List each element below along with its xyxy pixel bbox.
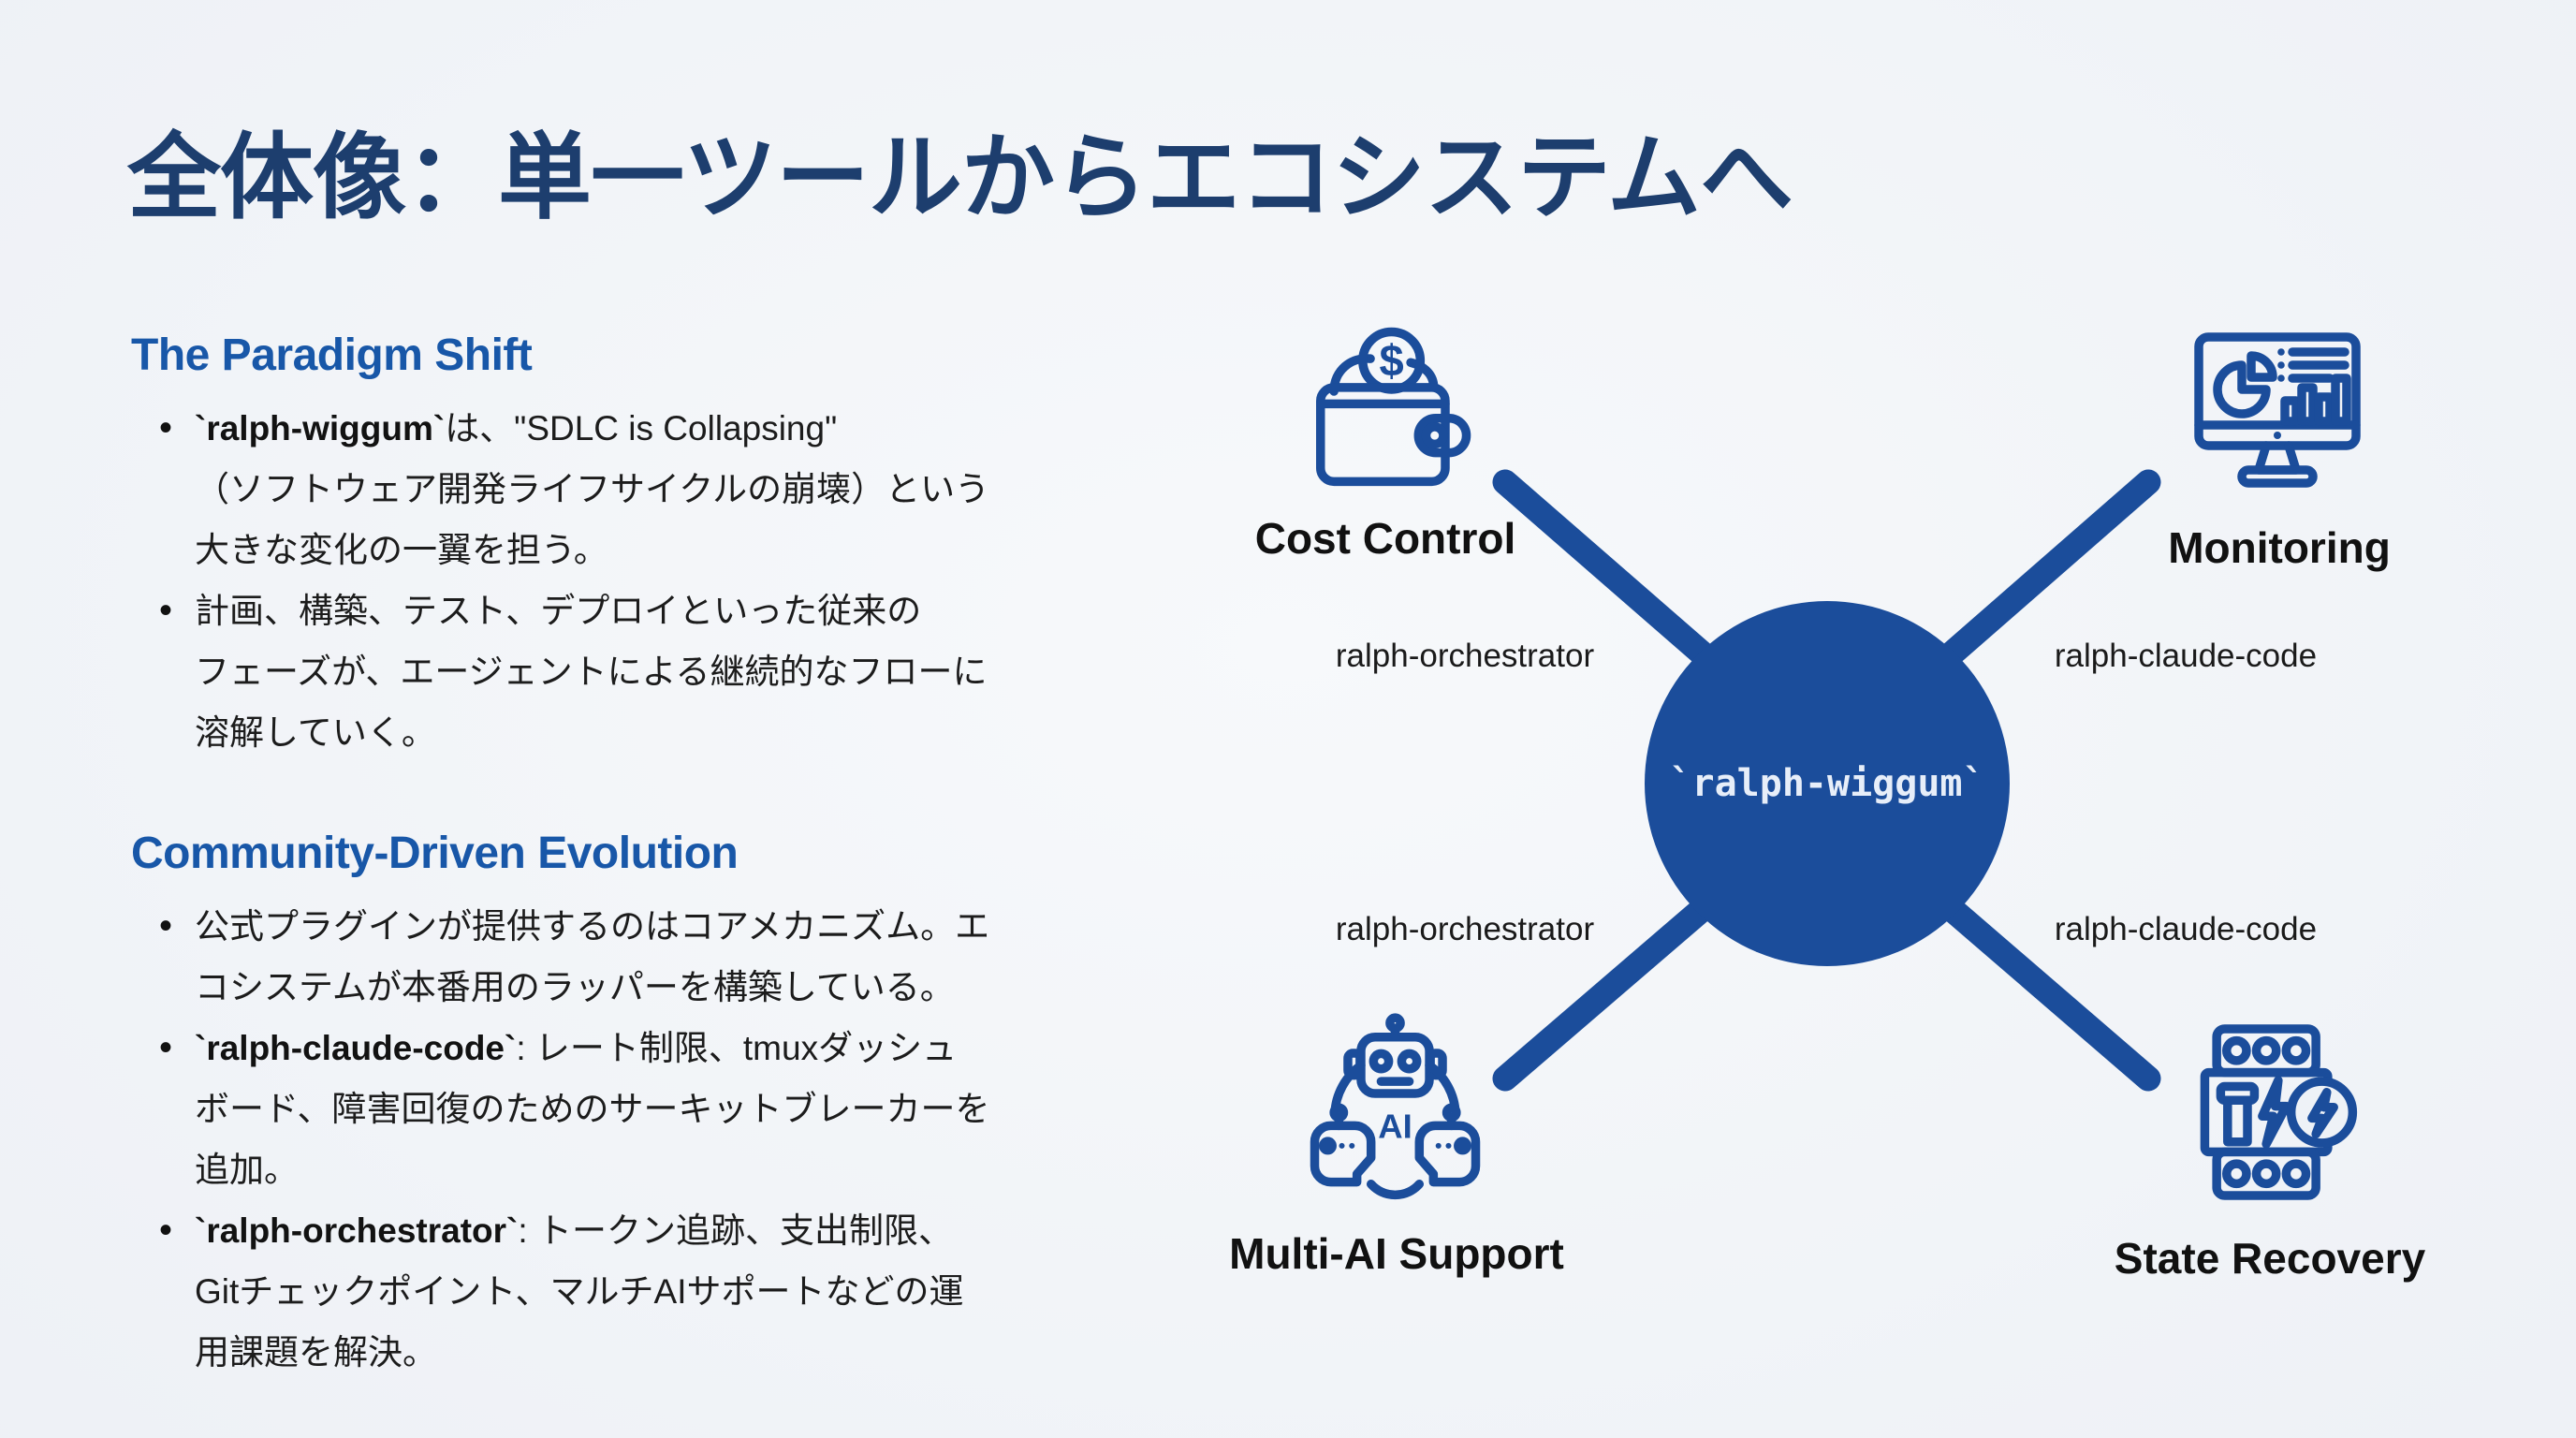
bullet-item: `ralph-orchestrator`: トークン追跡、支出制限、 Gitチェ…	[159, 1200, 1236, 1383]
section-heading-paradigm-shift: The Paradigm Shift	[131, 330, 533, 380]
bullet-item: `ralph-claude-code`: レート制限、tmuxダッシュ ボード、…	[159, 1018, 1236, 1200]
node-label-state-recovery: State Recovery	[2114, 1234, 2426, 1283]
section-heading-community-evolution: Community-Driven Evolution	[131, 829, 739, 878]
bullet-text: : トークン追跡、支出制限、 Gitチェックポイント、マルチAIサポートなどの運…	[195, 1211, 964, 1372]
spoke-monitoring	[1870, 469, 2161, 726]
bullet-item: `ralph-wiggum`は、"SDLC is Collapsing" （ソフ…	[159, 398, 1236, 580]
bullet-list-community-evolution: 公式プラグインが提供するのはコアメカニズム。エ コシステムが本番用のラッパーを構…	[131, 896, 1236, 1383]
node-label-monitoring: Monitoring	[2168, 523, 2391, 572]
slide-title: 全体像：単一ツールからエコシステムへ	[127, 125, 1793, 230]
spoke-state-recovery	[1870, 837, 2161, 1092]
edge-label-monitoring: ralph-claude-code	[2054, 638, 2318, 674]
edge-label-cost-control: ralph-orchestrator	[1335, 638, 1595, 674]
ai-glyph: AI	[1378, 1107, 1412, 1145]
bullet-text: : レート制限、tmuxダッシュ ボード、障害回復のためのサーキットブレーカーを…	[195, 1029, 990, 1189]
section-paradigm-shift: The Paradigm Shift `ralph-wiggum`は、"SDLC…	[131, 330, 1236, 763]
spoke-multi-ai	[1492, 837, 1784, 1092]
circuit-breaker-icon	[2172, 1013, 2373, 1211]
edge-label-state-recovery: ralph-claude-code	[2054, 911, 2318, 947]
bullet-text: 公式プラグインが提供するのはコアメカニズム。エ コシステムが本番用のラッパーを構…	[195, 907, 990, 1006]
bullet-item: 計画、構築、テスト、デプロイといった従来の フェーズが、エージェントによる継続的…	[159, 580, 1236, 763]
multi-robot-ai-icon: AI	[1295, 1013, 1496, 1214]
center-node-ralph-wiggum: `ralph-wiggum`	[1645, 601, 2010, 966]
wallet-dollar-icon: $	[1292, 315, 1484, 506]
section-community-evolution: Community-Driven Evolution 公式プラグインが提供するの…	[131, 828, 1236, 1383]
spoke-cost-control	[1492, 469, 1784, 726]
dollar-glyph: $	[1379, 336, 1403, 386]
bullet-code: `ralph-claude-code`	[195, 1029, 517, 1067]
center-node-label: `ralph-wiggum`	[1669, 762, 1985, 805]
bullet-item: 公式プラグインが提供するのはコアメカニズム。エ コシステムが本番用のラッパーを構…	[159, 896, 1236, 1018]
bullet-text: 計画、構築、テスト、デプロイといった従来の フェーズが、エージェントによる継続的…	[195, 592, 988, 752]
edge-label-multi-ai-support: ralph-orchestrator	[1335, 911, 1595, 947]
bullet-list-paradigm-shift: `ralph-wiggum`は、"SDLC is Collapsing" （ソフ…	[131, 398, 1236, 763]
bullet-text: は、"SDLC is Collapsing" （ソフトウェア開発ライフサイクルの…	[195, 409, 990, 569]
monitor-charts-icon	[2179, 318, 2376, 506]
bullet-code: `ralph-wiggum`	[195, 409, 446, 448]
bullet-code: `ralph-orchestrator`	[195, 1211, 519, 1250]
